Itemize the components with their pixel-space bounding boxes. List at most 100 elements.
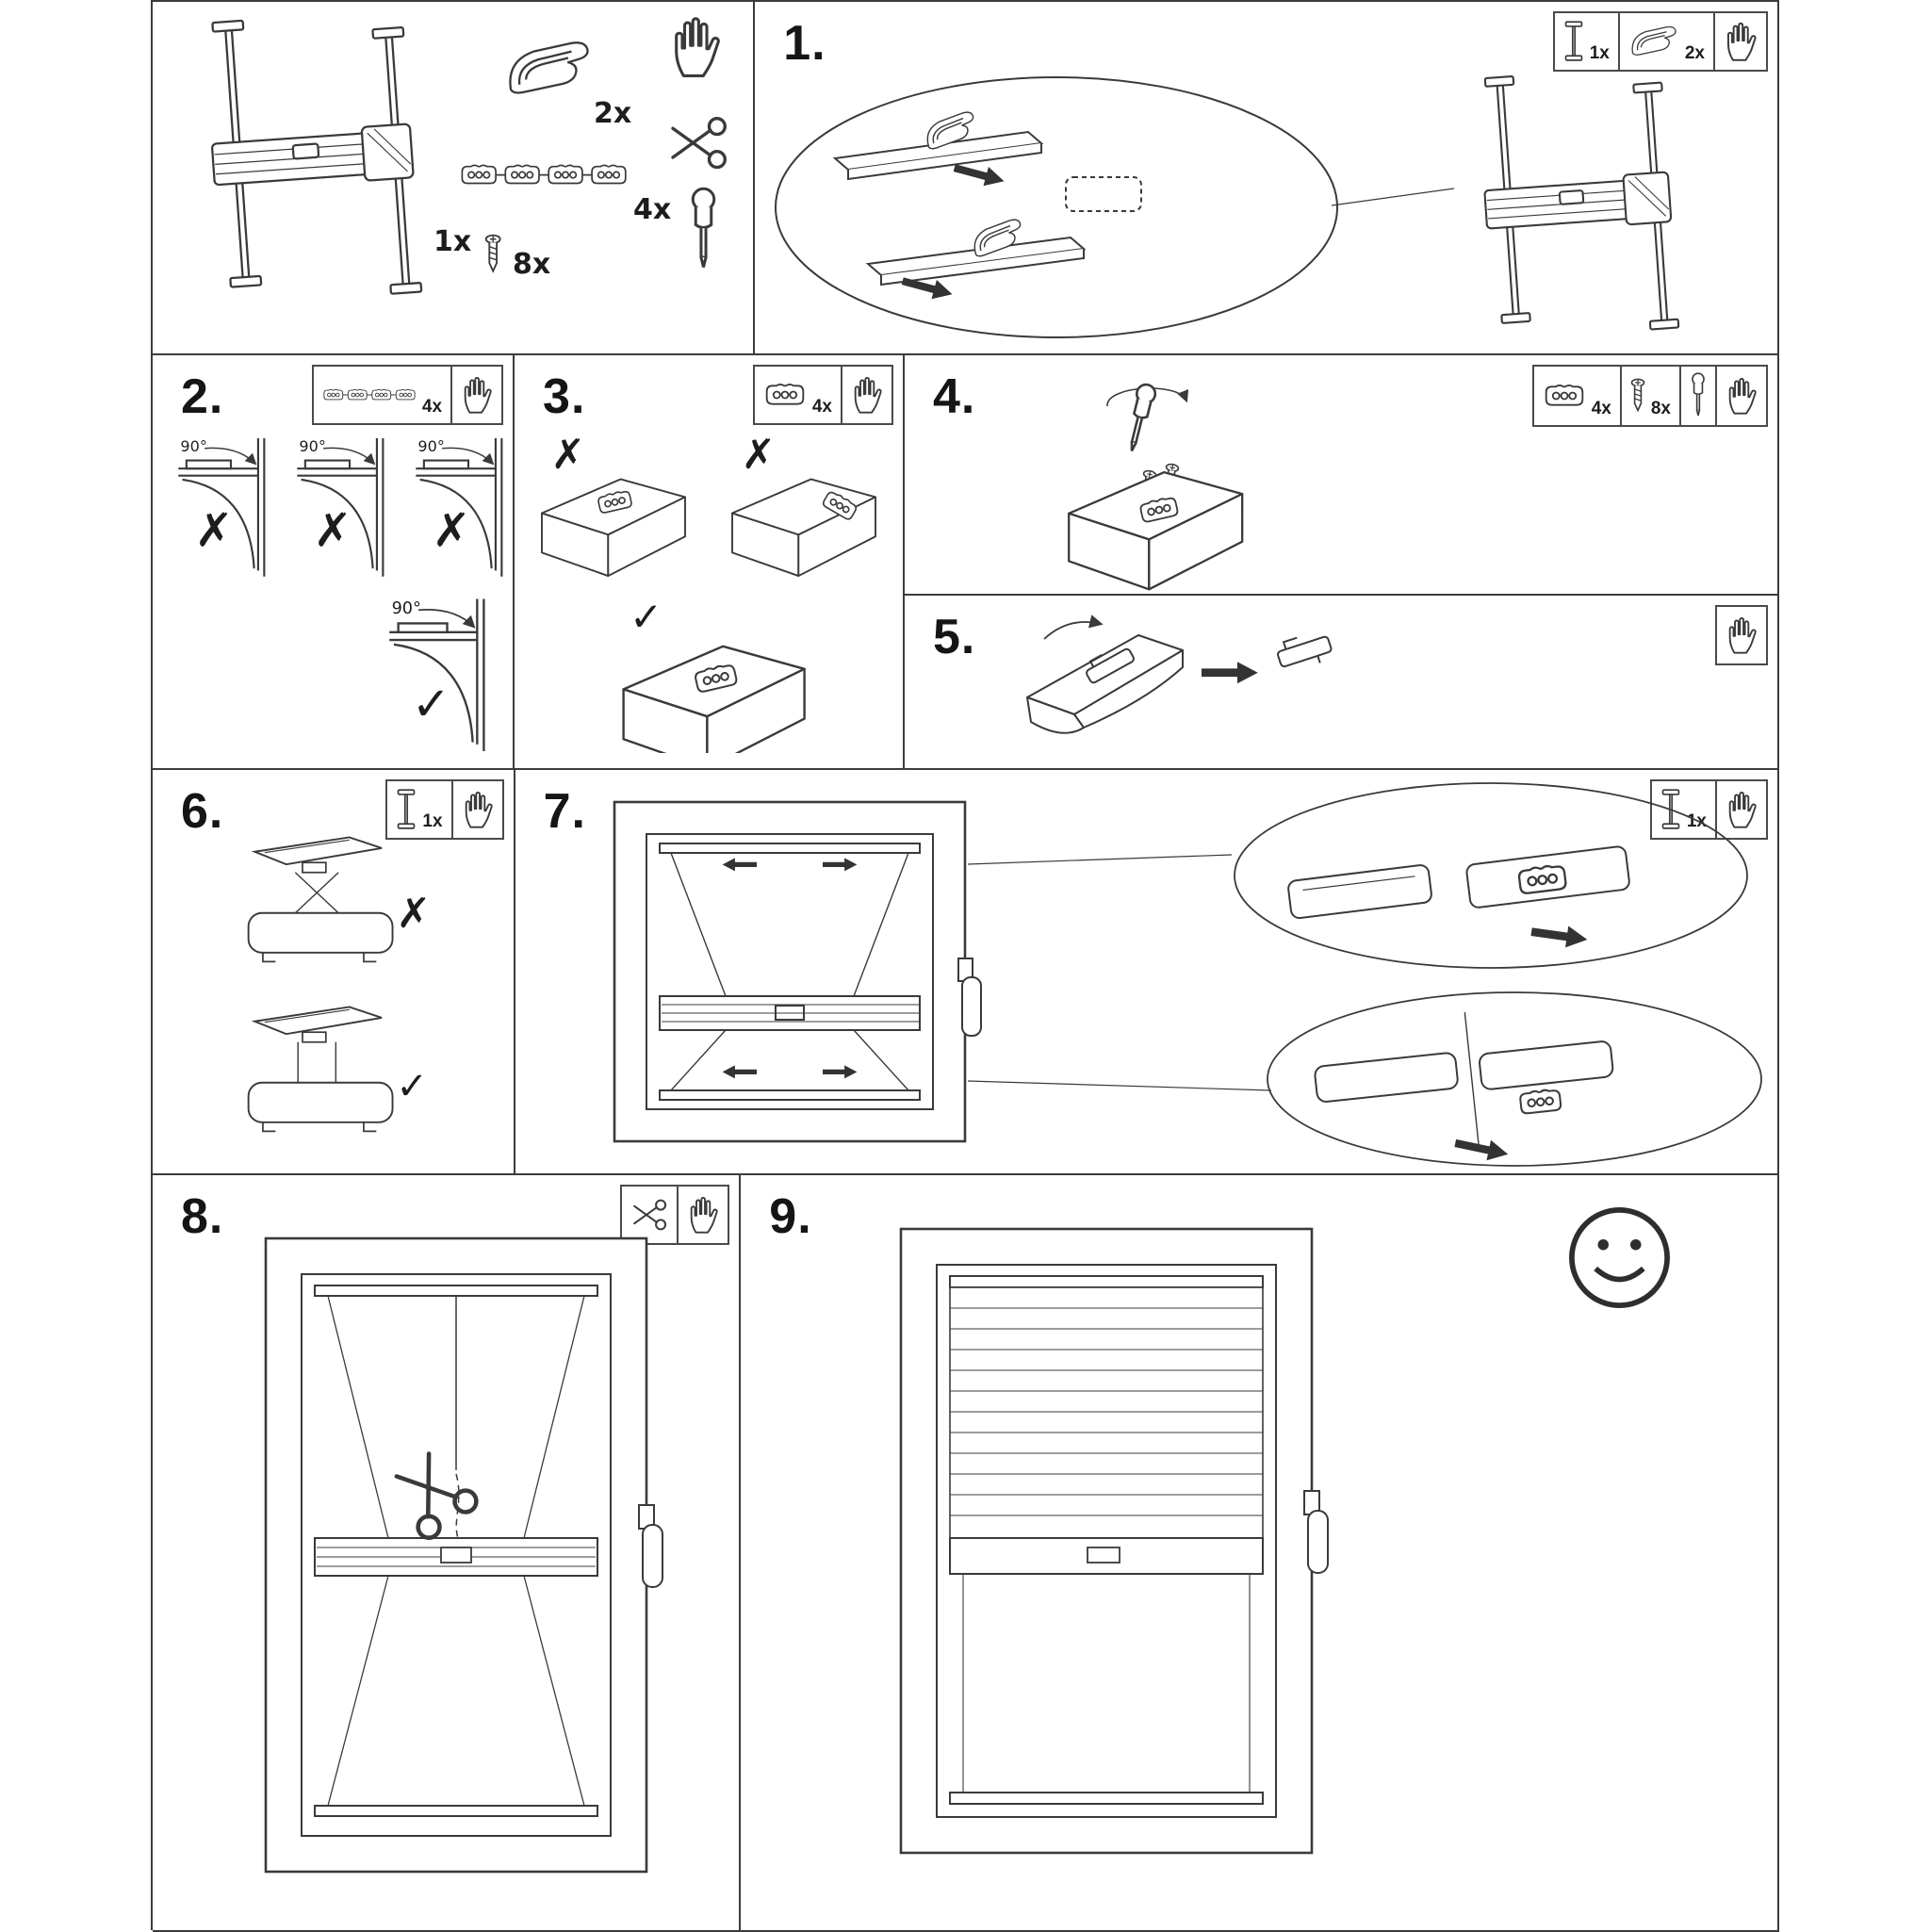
step3-correct-fig: ✓ [622, 594, 806, 753]
blind-assembly-drawing [1476, 64, 1680, 342]
check-mark: ✓ [412, 677, 450, 731]
hand-icon [854, 377, 882, 414]
panel-step-8: 8. [153, 1175, 742, 1932]
step3-requirements: 4x [752, 365, 893, 425]
req-qty: 4x [811, 397, 832, 417]
panel-step-7: 7. 1x [515, 770, 1779, 1175]
step9-drawing [899, 1227, 1330, 1855]
req-connector-strip: 4x [311, 365, 453, 425]
top-bracket-drawing [251, 836, 383, 866]
req-screwdriver [1679, 365, 1717, 427]
hand-icon [1728, 617, 1757, 654]
removed-cap-drawing [1277, 635, 1333, 668]
pivot-arrow [1043, 614, 1104, 640]
step-number: 6. [181, 784, 224, 839]
cover-cap-drawing [1086, 647, 1135, 684]
step2-requirements: 4x [311, 365, 504, 425]
clamp-icon [1631, 25, 1676, 56]
rail-profiles [832, 130, 1143, 287]
req-qty: 4x [421, 397, 443, 417]
headrail-drawing [247, 1081, 394, 1123]
step7-drawing [613, 782, 1762, 1167]
req-clamp: 2x [1617, 11, 1715, 72]
screwdriver-icon [1121, 382, 1159, 455]
step-number: 4. [933, 369, 976, 424]
panel-parts-overview: 1x 2x 4x 8x [153, 2, 756, 355]
side-rail-icon [398, 789, 416, 829]
straight-strings [297, 1041, 337, 1083]
headrail-end-drawing [731, 478, 876, 577]
row-3: 6. 1x ✗ [153, 770, 1779, 1175]
step1-drawing [775, 64, 1680, 342]
connector-icon [765, 384, 805, 405]
window-handle-drawing [957, 958, 982, 1037]
step2-wrong-fig-3: 90° ✗ [398, 437, 511, 585]
hand-icon [464, 377, 492, 414]
req-hand [1713, 11, 1768, 72]
panel-grid: 1x 2x 4x 8x 1. 1x [151, 0, 1779, 1932]
pleat-lines [950, 1307, 1264, 1516]
detail-top-bracket [1233, 782, 1748, 969]
req-hand [1715, 605, 1768, 665]
row-1: 1x 2x 4x 8x 1. 1x [153, 2, 1779, 355]
cross-mark: ✗ [194, 503, 233, 558]
top-bracket-drawing [251, 1006, 383, 1036]
step-number: 9. [769, 1189, 812, 1244]
panel-step-3: 3. 4x ✗ ✗ ✓ [515, 355, 905, 770]
step5-requirements [1715, 605, 1768, 665]
step6-wrong-fig: ✗ [247, 836, 431, 963]
headrail-drawing [247, 911, 394, 954]
step4-requirements: 4x 8x [1531, 365, 1768, 427]
req-hand [450, 779, 504, 840]
req-hand [841, 365, 893, 425]
req-hand [677, 1185, 730, 1245]
req-connector: 4x [1531, 365, 1622, 427]
req-hand [1715, 779, 1768, 840]
hand-icon [1728, 378, 1757, 415]
req-side-rail: 1x [385, 779, 453, 840]
req-scissors [620, 1185, 679, 1245]
step1-requirements: 1x 2x [1552, 11, 1768, 72]
step5-drawing [1026, 614, 1333, 734]
cross-mark: ✗ [432, 503, 470, 558]
tension-strings [669, 852, 909, 1091]
step2-wrong-fig-2: 90° ✗ [279, 437, 392, 585]
bold-arrow-icon [1202, 662, 1258, 684]
cross-mark: ✗ [313, 503, 352, 558]
cross-mark: ✗ [742, 431, 777, 479]
req-hand [1715, 365, 1768, 427]
hand-icon [465, 792, 493, 828]
angle-label: 90° [299, 437, 325, 455]
step-number: 5. [933, 610, 976, 664]
connector-qty-label: 4x [633, 193, 671, 226]
panel-step-6: 6. 1x ✗ [153, 770, 515, 1175]
smiley-icon [1565, 1203, 1674, 1312]
screw-qty-label: 8x [513, 248, 550, 281]
req-side-rail: 1x [1649, 779, 1717, 840]
rail-end-drawing [1026, 634, 1184, 734]
step2-wrong-fig-1: 90° ✗ [160, 437, 273, 585]
step7-requirements: 1x [1649, 779, 1768, 840]
panel-step-9: 9. [741, 1175, 1779, 1932]
row-4: 8. [153, 1175, 1779, 1932]
leader-line [1332, 188, 1455, 206]
top-rail [949, 1275, 1265, 1288]
assembly-qty-label: 1x [433, 225, 471, 258]
req-hand [450, 365, 504, 425]
step2-correct-fig: 90° ✓ [369, 593, 494, 761]
top-rail [314, 1285, 598, 1297]
bottom-rail [314, 1805, 598, 1817]
panel-step-5: 5. [905, 596, 1779, 770]
connector-strip-drawing [462, 165, 625, 183]
clamp-part-drawing [509, 41, 589, 94]
req-qty: 8x [1650, 399, 1671, 418]
req-screw: 8x [1619, 365, 1681, 427]
steps-4-5-column: 4. 4x 8x [905, 355, 1779, 770]
angle-label: 90° [417, 437, 444, 455]
leader-line [967, 1080, 1271, 1091]
tension-strings [327, 1295, 585, 1807]
connector-icon [1545, 385, 1583, 406]
scissors-icon [671, 117, 727, 170]
panel-step-1: 1. 1x 2x [755, 2, 1779, 355]
